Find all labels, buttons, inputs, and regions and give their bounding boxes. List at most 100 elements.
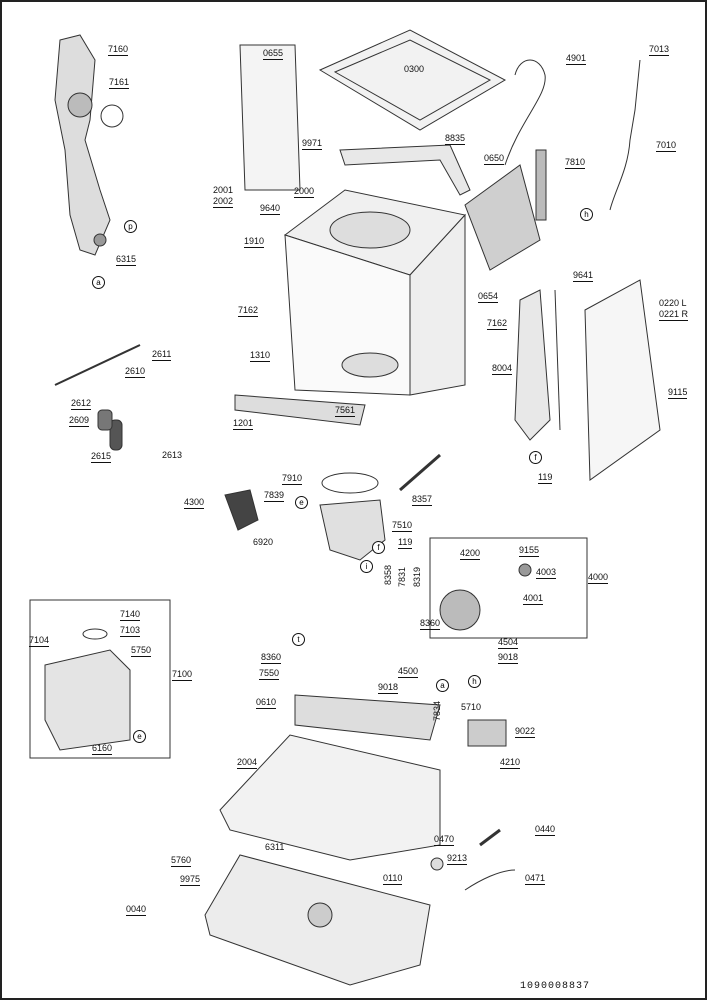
label-2612: 2612: [71, 398, 92, 410]
label-0220L: 0220 L: [659, 298, 687, 308]
label-4200: 4200: [460, 548, 481, 560]
callout-a2: a: [436, 679, 449, 692]
control-rail: [294, 694, 441, 741]
callout-i: i: [360, 560, 373, 573]
part-number: 1090008837: [520, 981, 591, 992]
label-7561: 7561: [335, 405, 356, 417]
spray-pipe: [399, 453, 441, 492]
label-0470: 0470: [434, 834, 455, 846]
label-0610: 0610: [256, 697, 277, 709]
label-7162-left: 7162: [238, 305, 259, 317]
label-0221R: 0221 R: [659, 309, 689, 321]
label-7100: 7100: [172, 669, 193, 681]
side-panel: [239, 44, 301, 191]
label-7162-right: 7162: [487, 318, 508, 330]
electronic-module: [467, 719, 507, 747]
label-8835: 8835: [445, 133, 466, 145]
wire: [464, 869, 516, 891]
label-4901: 4901: [566, 53, 587, 65]
label-7010: 7010: [656, 140, 677, 152]
label-9115: 9115: [668, 387, 688, 399]
label-4210: 4210: [500, 757, 521, 769]
label-0110: 0110: [383, 873, 403, 885]
callout-e2: e: [133, 730, 146, 743]
top-bracket: [339, 144, 471, 196]
label-9018-left: 9018: [378, 682, 399, 694]
label-4300: 4300: [184, 497, 205, 509]
callout-p: p: [124, 220, 137, 233]
hose-pipe: [535, 149, 547, 221]
label-0650: 0650: [484, 153, 505, 165]
label-8358: 8358: [383, 564, 394, 586]
callout-t: t: [292, 633, 305, 646]
circulation-pump: [439, 589, 481, 631]
seal-strip: [554, 289, 561, 431]
label-4000: 4000: [588, 572, 609, 584]
callout-h2: h: [580, 208, 593, 221]
label-9022: 9022: [515, 726, 536, 738]
label-119-top: 119: [538, 472, 553, 484]
label-5750: 5750: [131, 645, 152, 657]
label-8319: 8319: [412, 566, 423, 588]
door-panel: [584, 279, 661, 481]
seal-ring: [321, 472, 379, 494]
label-7810: 7810: [565, 157, 586, 169]
callout-f: f: [372, 541, 385, 554]
tub-frame: [283, 189, 466, 396]
label-7834: 7834: [432, 700, 443, 722]
label-2615: 2615: [91, 451, 112, 463]
label-7104: 7104: [29, 635, 50, 647]
label-7839: 7839: [264, 490, 285, 502]
label-7161: 7161: [109, 77, 130, 89]
label-9971: 9971: [302, 138, 323, 150]
label-0471: 0471: [525, 873, 546, 885]
label-7550: 7550: [259, 668, 280, 680]
label-7910: 7910: [282, 473, 303, 485]
label-0440: 0440: [535, 824, 556, 836]
label-0655: 0655: [263, 48, 284, 60]
label-7831: 7831: [397, 566, 408, 588]
label-2004: 2004: [237, 757, 258, 769]
label-9640: 9640: [260, 203, 281, 215]
label-119-mid: 119: [398, 537, 413, 549]
label-1910: 1910: [244, 236, 265, 248]
label-9018-right: 9018: [498, 652, 519, 664]
gasket-ring: [100, 104, 124, 128]
label-9155: 9155: [519, 545, 540, 557]
label-9641: 9641: [573, 270, 594, 282]
callout-e: e: [295, 496, 308, 509]
damper: [109, 419, 123, 451]
label-5760: 5760: [171, 855, 192, 867]
label-0654: 0654: [478, 291, 499, 303]
label-8360-right: 8360: [420, 618, 441, 630]
dispenser: [44, 649, 131, 751]
front-rail: [234, 394, 366, 426]
label-8004: 8004: [492, 363, 513, 375]
label-4001: 4001: [523, 593, 544, 605]
label-2610: 2610: [125, 366, 146, 378]
inlet-hose: [504, 59, 546, 166]
label-2001: 2001: [213, 185, 234, 195]
rod: [54, 344, 141, 386]
label-6315: 6315: [116, 254, 137, 266]
label-4500: 4500: [398, 666, 419, 678]
callout-f2: f: [529, 451, 542, 464]
callout-h: h: [468, 675, 481, 688]
pump-group-box: [429, 537, 588, 639]
label-1201: 1201: [233, 418, 254, 430]
label-8360-left: 8360: [261, 652, 282, 664]
label-2611: 2611: [152, 349, 172, 361]
label-2609: 2609: [69, 415, 90, 427]
water-distribution-part: [54, 34, 111, 256]
callout-a: a: [92, 276, 105, 289]
base-frame: [219, 734, 441, 861]
cable: [609, 59, 641, 211]
door-arm: [514, 289, 551, 441]
label-0300: 0300: [404, 64, 425, 74]
label-7103: 7103: [120, 625, 141, 637]
label-6311: 6311: [265, 842, 285, 852]
label-8357: 8357: [412, 494, 433, 506]
label-1310: 1310: [250, 350, 271, 362]
